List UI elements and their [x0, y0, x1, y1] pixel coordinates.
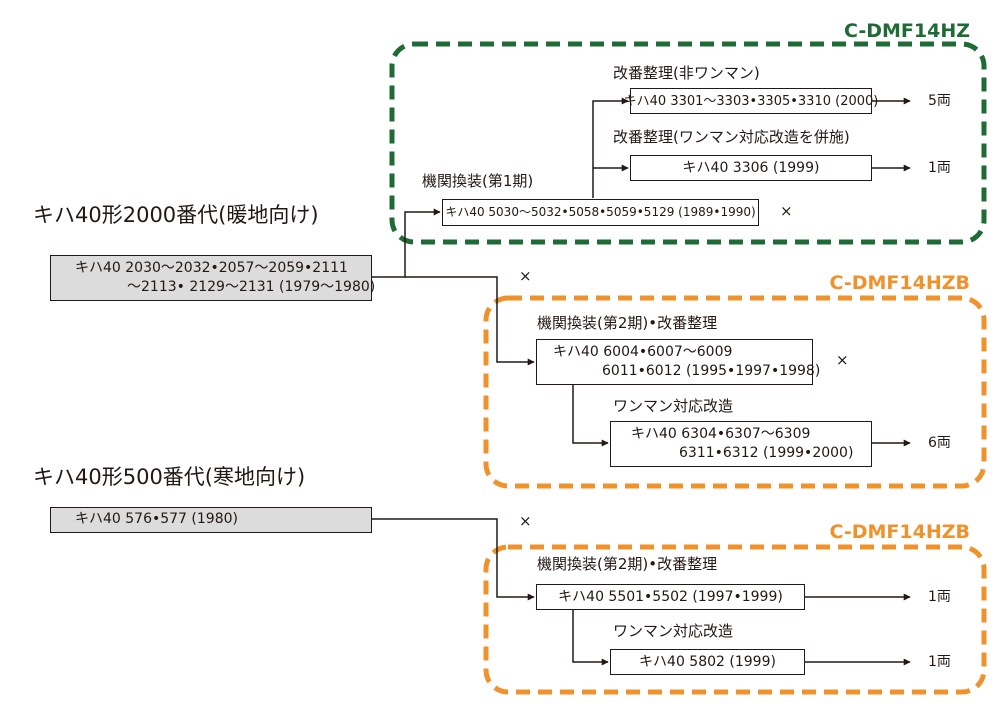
box-eng2a-line-2: 6011•6012 (1995•1997•1998): [602, 363, 821, 379]
group-tag-hzb-1: C-DMF14HZB: [829, 272, 970, 294]
label-eng2b: 機関換装(第2期)•改番整理: [537, 555, 718, 573]
group-frame-hzb-1: [483, 295, 987, 489]
count-renum2: 1両: [928, 160, 951, 176]
connector-cold-to-eng2b: [372, 518, 535, 601]
label-eng1: 機関換装(第1期): [422, 172, 534, 190]
connector-eng2a-to-wma: [572, 385, 609, 447]
connector-warm-to-eng1: [372, 208, 441, 278]
group-tag-hz: C-DMF14HZ: [843, 20, 970, 42]
count-wm-a: 6両: [928, 435, 951, 451]
connector-eng2b-to-wmb: [572, 609, 609, 666]
label-eng2a: 機関換装(第2期)•改番整理: [537, 314, 718, 332]
box-renum1: キハ40 3301〜3303•3305•3310 (2000): [624, 88, 878, 114]
group-frame-hz: [389, 41, 987, 245]
origin-box-cold: キハ40 576•577 (1980): [50, 507, 372, 533]
count-renum1: 5両: [928, 93, 951, 109]
origin-box-warm-line-1: キハ40 2030〜2032•2057〜2059•2111: [75, 260, 348, 276]
connector-warm-to-eng2a: [405, 276, 535, 366]
box-wm-a: キハ40 6304•6307〜6309 6311•6312 (1999•2000…: [610, 421, 872, 467]
box-eng2a-line-1: キハ40 6004•6007〜6009: [553, 344, 733, 360]
label-wm-b: ワンマン対応改造: [613, 622, 734, 640]
origin-box-warm: キハ40 2030〜2032•2057〜2059•2111 〜2113• 212…: [50, 255, 376, 301]
cross-mark-eng1: ×: [780, 202, 793, 220]
group-tag-hzb-2: C-DMF14HZB: [829, 521, 970, 543]
box-eng2a: キハ40 6004•6007〜6009 6011•6012 (1995•1997…: [536, 339, 821, 385]
section-title-warm: キハ40形2000番代(暖地向け): [33, 203, 319, 227]
cross-mark-eng2a: ×: [836, 351, 849, 369]
group-frame-hzb-2: [483, 544, 987, 695]
section-title-cold: キハ40形500番代(寒地向け): [33, 465, 306, 489]
box-wm-a-line-2: 6311•6312 (1999•2000): [679, 445, 854, 461]
box-renum2: キハ40 3306 (1999): [630, 155, 872, 181]
label-renum2: 改番整理(ワンマン対応改造を併施): [613, 128, 850, 146]
connector-eng1-to-renum1: [592, 97, 629, 198]
box-eng2b: キハ40 5501•5502 (1997•1999): [536, 584, 805, 610]
count-wm-b: 1両: [928, 654, 951, 670]
label-renum1: 改番整理(非ワンマン): [613, 64, 760, 82]
box-wm-a-line-1: キハ40 6304•6307〜6309: [631, 426, 811, 442]
cross-mark-warm: ×: [519, 267, 532, 285]
label-wm-a: ワンマン対応改造: [613, 397, 734, 415]
box-eng1: キハ40 5030〜5032•5058•5059•5129 (1989•1990…: [442, 199, 759, 226]
box-wm-b: キハ40 5802 (1999): [610, 649, 805, 675]
cross-mark-cold: ×: [519, 512, 532, 530]
count-eng2b: 1両: [928, 589, 951, 605]
origin-box-warm-line-2: 〜2113• 2129〜2131 (1979〜1980): [127, 279, 376, 295]
